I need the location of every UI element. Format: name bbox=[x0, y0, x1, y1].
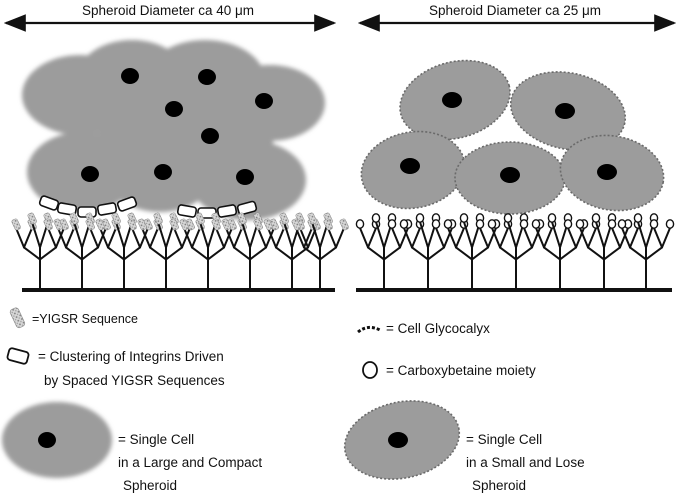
nucleus bbox=[38, 432, 56, 448]
right-diameter-label: Spheroid Diameter ca 25 μm bbox=[429, 3, 601, 18]
nucleus bbox=[236, 169, 254, 185]
carboxybetaine-icon bbox=[362, 361, 378, 379]
legend-carboxybetaine: = Carboxybetaine moiety bbox=[362, 361, 536, 379]
legend-glycocalyx: = Cell Glycocalyx bbox=[357, 321, 490, 336]
clustering-legend-line2: by Spaced YIGSR Sequences bbox=[44, 373, 225, 388]
nucleus bbox=[555, 103, 575, 119]
single-cell-large-line2: in a Large and Compact bbox=[118, 455, 262, 470]
integrin-cluster-icon bbox=[6, 347, 30, 365]
glycocalyx-legend-label: = Cell Glycocalyx bbox=[386, 321, 490, 336]
nucleus bbox=[198, 69, 216, 85]
single-cell-small-line3: Spheroid bbox=[472, 478, 526, 493]
yigsr-sequence-icon bbox=[9, 307, 26, 329]
legend-integrin-clustering: = Clustering of Integrins Driven by Spac… bbox=[6, 347, 225, 388]
clustering-legend-line1: = Clustering of Integrins Driven bbox=[38, 349, 224, 364]
carboxybetaine-brush-surface bbox=[355, 213, 675, 292]
nucleus bbox=[500, 167, 520, 183]
legend-yigsr: =YIGSR Sequence bbox=[9, 307, 138, 329]
large-compact-spheroid bbox=[22, 40, 325, 220]
legend-single-cell-large: = Single Cell in a Large and Compact Sph… bbox=[2, 402, 262, 493]
yigsr-brush-surface bbox=[11, 212, 349, 292]
single-cell-small-line2: in a Small and Lose bbox=[466, 455, 585, 470]
nucleus bbox=[201, 128, 219, 144]
carboxybetaine-legend-label: = Carboxybetaine moiety bbox=[386, 363, 536, 378]
small-loose-spheroid bbox=[360, 59, 665, 215]
single-cell-large-line1: = Single Cell bbox=[118, 432, 194, 447]
nucleus bbox=[388, 432, 408, 448]
yigsr-legend-label: =YIGSR Sequence bbox=[32, 312, 138, 326]
nucleus bbox=[255, 93, 273, 109]
nucleus bbox=[597, 164, 617, 180]
single-cell-small-line1: = Single Cell bbox=[466, 432, 542, 447]
glycocalyx-icon bbox=[357, 325, 381, 334]
nucleus bbox=[400, 158, 420, 174]
left-diameter-label: Spheroid Diameter ca 40 μm bbox=[82, 3, 254, 18]
nucleus bbox=[81, 166, 99, 182]
nucleus bbox=[442, 92, 462, 108]
single-cell-large-line3: Spheroid bbox=[123, 478, 177, 493]
legend-single-cell-small: = Single Cell in a Small and Lose Sphero… bbox=[343, 400, 585, 493]
nucleus bbox=[121, 68, 139, 84]
nucleus bbox=[154, 164, 172, 180]
nucleus bbox=[165, 101, 183, 117]
single-cell-large-icon bbox=[2, 402, 112, 478]
